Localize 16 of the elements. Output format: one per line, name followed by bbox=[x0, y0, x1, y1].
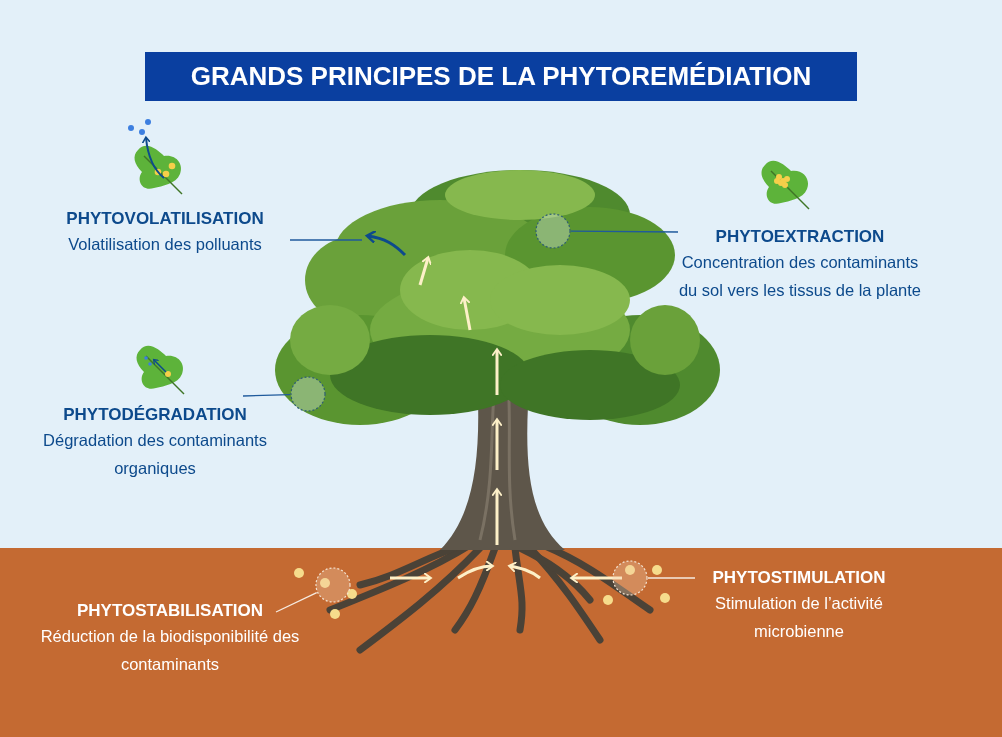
process-heading: PHYTODÉGRADATION bbox=[62, 404, 248, 426]
process-heading: PHYTOSTIMULATION bbox=[711, 567, 887, 589]
process-description: Volatilisation des polluants bbox=[67, 234, 263, 255]
leader-line bbox=[570, 230, 679, 233]
title-banner: GRANDS PRINCIPES DE LA PHYTOREMÉDIATION bbox=[145, 52, 857, 101]
process-description: Stimulation de l’activité microbienne bbox=[714, 593, 884, 642]
process-heading: PHYTOVOLATILISATION bbox=[65, 208, 265, 230]
leader-line bbox=[275, 592, 318, 613]
process-heading: PHYTOSTABILISATION bbox=[75, 600, 265, 622]
process-heading: PHYTOEXTRACTION bbox=[714, 226, 886, 248]
leader-line bbox=[242, 393, 291, 397]
process-description: Concentration des contaminants du sol vers les tissus de la plante bbox=[678, 252, 922, 301]
leader-line bbox=[647, 577, 696, 579]
process-description: Réduction de la biodisponibilité des contaminants bbox=[39, 626, 301, 675]
process-description: Dégradation des contaminants organiques bbox=[42, 430, 268, 479]
leader-line bbox=[289, 239, 363, 241]
